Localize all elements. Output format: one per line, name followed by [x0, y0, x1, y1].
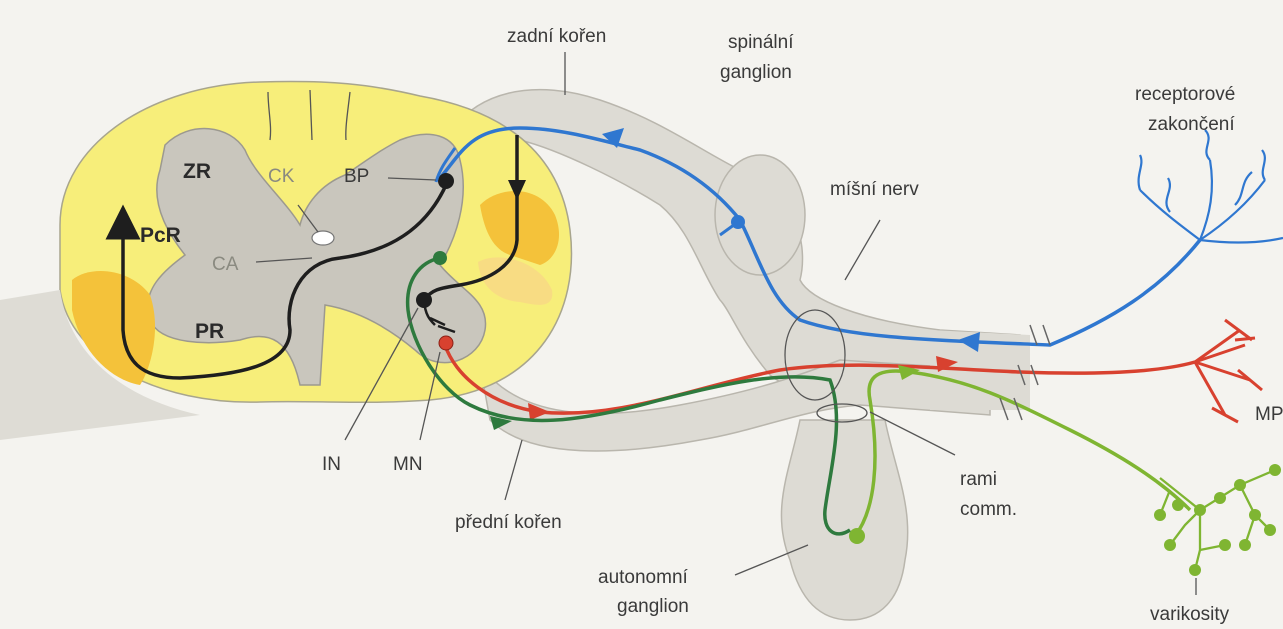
label-spinal-nerve: míšní nerv	[830, 179, 919, 200]
label-autonomic-1: autonomní	[598, 567, 689, 588]
spinal-ganglion	[715, 155, 805, 275]
label-spinal-ganglion-2: ganglion	[720, 62, 792, 83]
label-ck: CK	[268, 166, 295, 187]
label-mp: MP	[1255, 404, 1283, 425]
label-rami-2: comm.	[960, 499, 1017, 520]
dorsal-horn-neuron	[438, 173, 454, 189]
label-ventral-root: přední kořen	[455, 512, 562, 533]
label-spinal-ganglion-1: spinální	[728, 32, 794, 53]
autonomic-preganglionic-body	[433, 251, 447, 265]
label-mn: MN	[393, 454, 423, 475]
mp-label-line	[1235, 338, 1255, 340]
label-zr: ZR	[183, 160, 211, 183]
central-canal	[312, 231, 334, 245]
motor-neuron-body	[439, 336, 453, 350]
label-autonomic-2: ganglion	[617, 596, 689, 617]
label-rami-1: rami	[960, 469, 997, 490]
label-in: IN	[322, 454, 341, 475]
label-receptor-1: receptorové	[1135, 84, 1235, 105]
label-pr: PR	[195, 320, 224, 343]
label-bp: BP	[344, 166, 369, 187]
label-pcr: PcR	[140, 224, 181, 247]
ganglion-cell-body	[731, 215, 745, 229]
label-receptor-2: zakončení	[1148, 114, 1235, 135]
label-dorsal-root: zadní kořen	[507, 26, 606, 47]
autonomic-ganglion-cell	[849, 528, 865, 544]
label-ca: CA	[212, 254, 239, 275]
label-varicosity: varikosity	[1150, 604, 1230, 625]
